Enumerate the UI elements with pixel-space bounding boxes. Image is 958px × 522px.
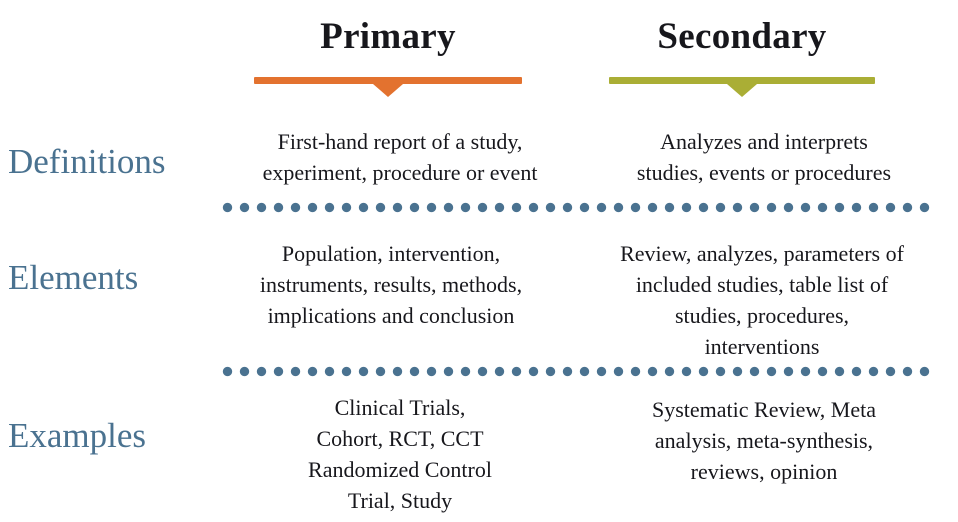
cell-line: Clinical Trials, bbox=[334, 395, 466, 420]
accent-arrow-primary bbox=[373, 84, 403, 97]
row-label-definitions: Definitions bbox=[8, 142, 166, 181]
cell-elements-primary: Population, intervention, instruments, r… bbox=[196, 238, 586, 331]
cell-line: instruments, results, methods, bbox=[259, 272, 523, 297]
column-rule-secondary bbox=[609, 77, 875, 99]
row-label-examples: Examples bbox=[8, 416, 147, 455]
cell-definitions-secondary: Analyzes and interprets studies, events … bbox=[578, 126, 950, 188]
cell-line: Analyzes and interprets bbox=[660, 129, 868, 154]
cell-line: implications and conclusion bbox=[267, 303, 515, 328]
cell-line: reviews, opinion bbox=[690, 459, 838, 484]
column-title-primary: Primary bbox=[320, 16, 456, 57]
cell-elements-secondary: Review, analyzes, parameters of included… bbox=[568, 238, 956, 362]
cell-line: Systematic Review, Meta bbox=[651, 397, 877, 422]
cell-line: Cohort, RCT, CCT bbox=[316, 426, 484, 451]
column-header-primary: Primary bbox=[238, 18, 538, 99]
cell-line: Randomized Control bbox=[308, 457, 492, 482]
cell-line: Trial, Study bbox=[347, 488, 453, 513]
column-header-secondary: Secondary bbox=[592, 18, 892, 99]
cell-line: included studies, table list of bbox=[635, 272, 889, 297]
dotted-divider-1 bbox=[222, 202, 934, 213]
cell-line: experiment, procedure or event bbox=[262, 160, 538, 185]
cell-examples-secondary: Systematic Review, Meta analysis, meta-s… bbox=[578, 394, 950, 487]
cell-definitions-primary: First-hand report of a study, experiment… bbox=[212, 126, 588, 188]
cell-line: Review, analyzes, parameters of bbox=[620, 241, 904, 266]
cell-line: analysis, meta-synthesis, bbox=[654, 428, 874, 453]
cell-line: First-hand report of a study, bbox=[277, 129, 523, 154]
cell-line: interventions bbox=[704, 334, 820, 359]
column-rule-primary bbox=[254, 77, 522, 99]
row-label-elements: Elements bbox=[8, 258, 139, 297]
cell-line: Population, intervention, bbox=[281, 241, 501, 266]
cell-examples-primary: Clinical Trials, Cohort, RCT, CCT Random… bbox=[212, 392, 588, 516]
accent-bar-primary bbox=[254, 77, 522, 84]
cell-line: studies, events or procedures bbox=[636, 160, 892, 185]
accent-arrow-secondary bbox=[727, 84, 757, 97]
dotted-divider-2 bbox=[222, 366, 934, 377]
cell-line: studies, procedures, bbox=[674, 303, 850, 328]
column-title-secondary: Secondary bbox=[657, 16, 827, 57]
accent-bar-secondary bbox=[609, 77, 875, 84]
